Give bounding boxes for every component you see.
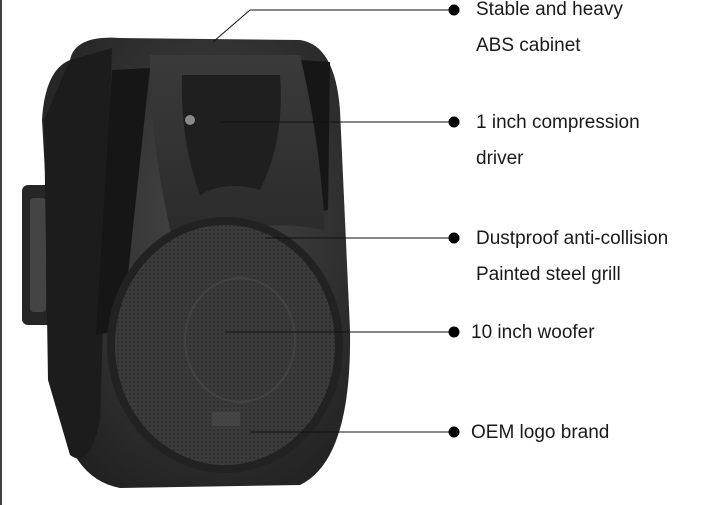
callout-cabinet: Stable and heavy ABS cabinet [476,0,623,64]
callout-line: 10 inch woofer [471,322,595,343]
callout-woofer: 10 inch woofer [471,315,595,351]
callout-driver: 1 inch compression driver [476,105,640,177]
bullet-dot [448,232,460,244]
oem-logo-mark [212,412,240,426]
callout-line: ABS cabinet [476,35,581,56]
callout-logo: OEM logo brand [471,415,609,451]
callout-grill: Dustproof anti-collision Painted steel g… [476,221,668,293]
bullet-dot [448,326,460,338]
callout-line: Painted steel grill [476,264,621,285]
callout-line: driver [476,148,524,169]
bullet-dot [448,116,460,128]
callout-line: 1 inch compression [476,112,640,133]
steel-grill [107,217,343,473]
callout-line: Dustproof anti-collision [476,228,669,249]
callout-line: Stable and heavy [476,0,623,20]
bullet-dot [448,426,460,438]
callout-line: OEM logo brand [471,422,610,443]
callout-leaders [212,9,452,433]
bullet-dot [448,4,460,16]
